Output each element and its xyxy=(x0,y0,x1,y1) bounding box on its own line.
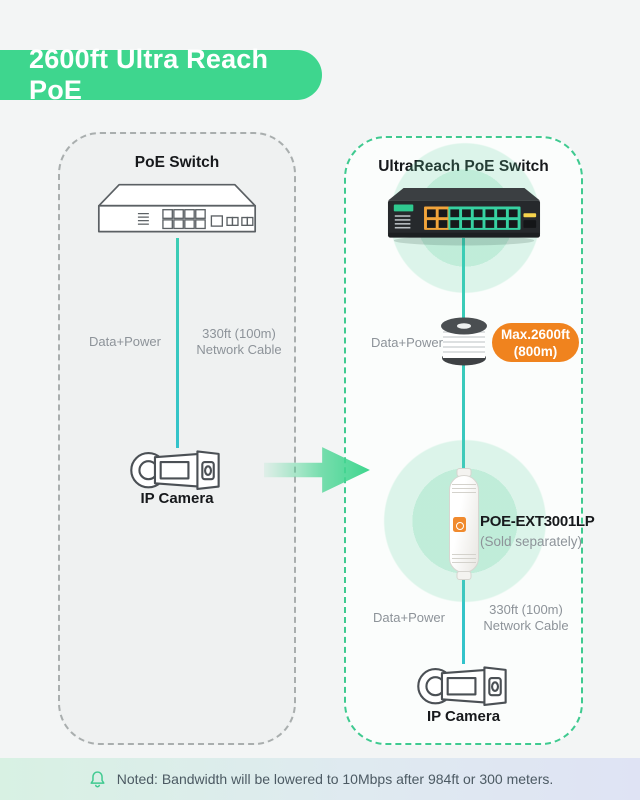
extender-brand-logo xyxy=(452,517,466,532)
network-cable-right-panel xyxy=(462,238,465,664)
cable-label-data-power: Data+Power xyxy=(89,334,161,349)
extender-sold-separately-note: (Sold separately) xyxy=(480,534,583,549)
cable-length2-line2: Network Cable xyxy=(483,618,569,633)
badge-distance-m: (800m) xyxy=(513,344,558,359)
footer-note-text: Noted: Bandwidth will be lowered to 10Mb… xyxy=(116,771,554,787)
ip-camera-label-right: IP Camera xyxy=(426,708,501,725)
poe-switch-icon xyxy=(97,183,257,233)
extender-body xyxy=(448,475,479,573)
network-cable-left-panel xyxy=(175,238,179,448)
poe-switch-illustration xyxy=(91,180,263,239)
cable-length-line2: Network Cable xyxy=(196,342,282,357)
ip-camera-icon xyxy=(416,666,507,707)
left-panel-heading: PoE Switch xyxy=(134,154,220,171)
page-title: 2600ft Ultra Reach PoE xyxy=(29,44,269,105)
ip-camera-illustration-left xyxy=(128,440,226,497)
footer-note-bar: Noted: Bandwidth will be lowered to 10Mb… xyxy=(0,758,640,800)
cable-label-data-power-1: Data+Power xyxy=(371,335,443,350)
ip-camera-icon xyxy=(130,450,220,491)
title-banner: 2600ft Ultra Reach PoE xyxy=(0,44,322,105)
max-distance-badge: Max.2600ft (800m) xyxy=(492,323,579,362)
ultrareach-switch-illustration xyxy=(386,186,542,246)
cable-label-length: 330ft (100m) Network Cable xyxy=(186,326,292,358)
ip-camera-label-left: IP Camera xyxy=(140,490,214,507)
ultrareach-switch-icon xyxy=(387,187,540,246)
poe-extender-device xyxy=(448,468,480,580)
cable-length-line1: 330ft (100m) xyxy=(202,326,276,341)
cable-length2-line1: 330ft (100m) xyxy=(489,602,563,617)
extender-cap-bottom xyxy=(456,571,471,580)
arrow-right-icon xyxy=(263,443,373,497)
extender-model-name: POE-EXT3001LP xyxy=(480,513,595,530)
bell-icon xyxy=(90,770,105,787)
cable-reel-icon xyxy=(440,316,488,366)
ip-camera-illustration-right xyxy=(415,656,513,713)
cable-label-data-power-2: Data+Power xyxy=(373,610,445,625)
standard-poe-panel: PoE Switch xyxy=(58,132,296,745)
cable-label-length-2: 330ft (100m) Network Cable xyxy=(474,602,578,634)
badge-distance-ft: Max.2600ft xyxy=(500,327,571,342)
